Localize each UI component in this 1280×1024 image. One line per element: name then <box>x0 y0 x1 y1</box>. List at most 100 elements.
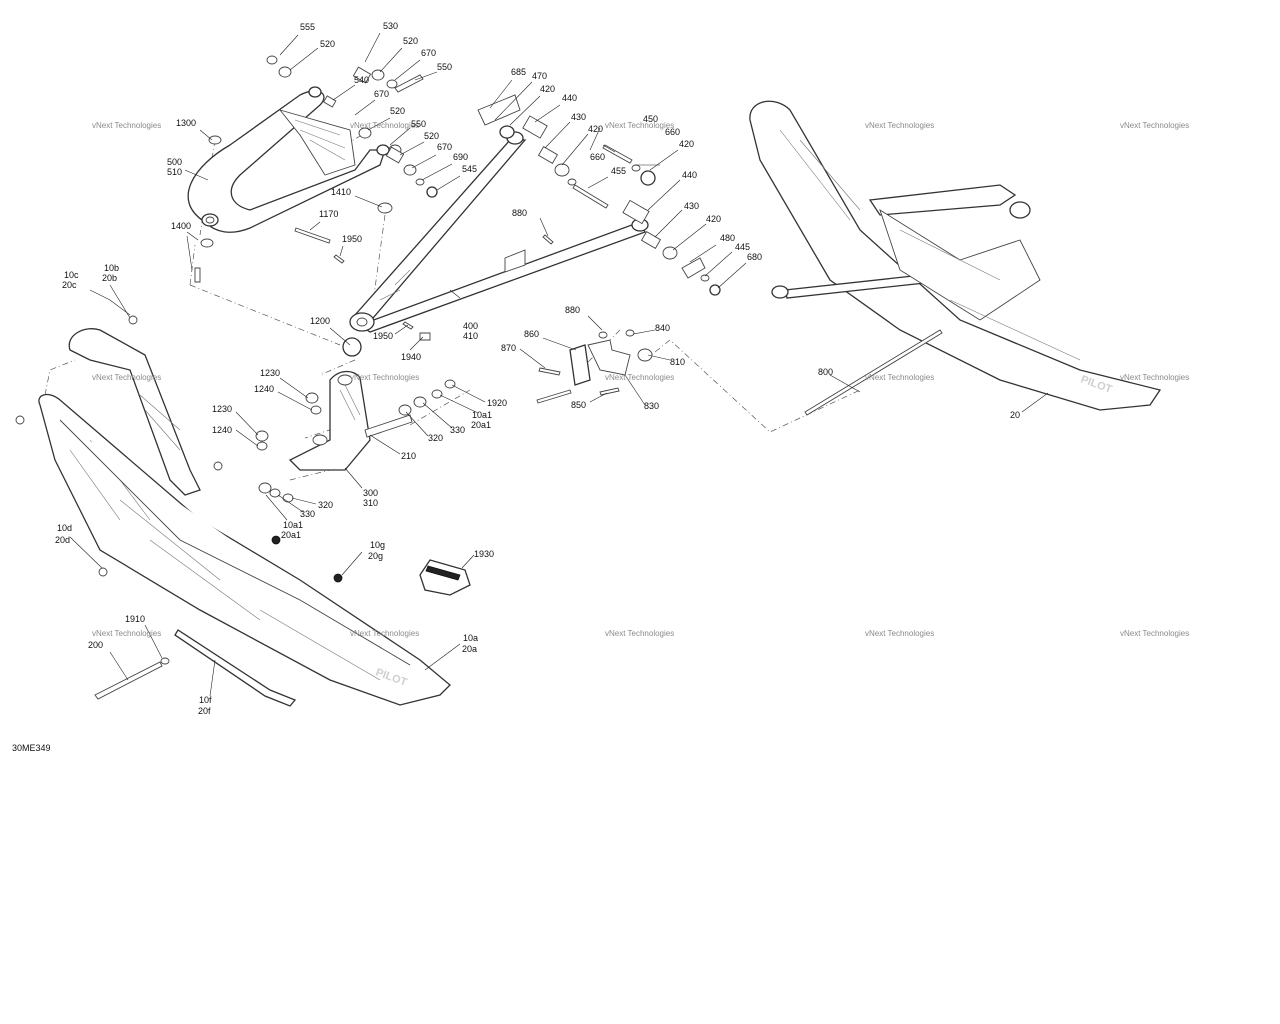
callout-label: 1940 <box>401 352 421 362</box>
callout-label: 480 <box>720 233 735 243</box>
callout-label: 445 <box>735 242 750 252</box>
callout-label: 1910 <box>125 614 145 624</box>
callout-label: 500 <box>167 157 182 167</box>
lower-arm-hardware <box>477 94 721 296</box>
callout-label: 860 <box>524 329 539 339</box>
watermark: vNext Technologies <box>92 373 161 382</box>
callout-label: 10b <box>104 263 119 273</box>
callout-label: 520 <box>424 131 439 141</box>
callout-label: 1930 <box>474 549 494 559</box>
callout-label: 555 <box>300 22 315 32</box>
watermark: vNext Technologies <box>605 373 674 382</box>
callout-label: 330 <box>450 425 465 435</box>
callout-label: 10f <box>199 695 212 705</box>
watermark: vNext Technologies <box>605 629 674 638</box>
callout-label: 520 <box>403 36 418 46</box>
callout-label: 430 <box>684 201 699 211</box>
ski-assembly-right: PILOT <box>749 100 1162 416</box>
callout-label: 1400 <box>171 221 191 231</box>
watermark: vNext Technologies <box>865 121 934 130</box>
callout-label: 850 <box>571 400 586 410</box>
callout-label: 320 <box>318 500 333 510</box>
callout-label: 880 <box>565 305 580 315</box>
callout-label: 10a1 <box>283 520 303 530</box>
callout-label: 870 <box>501 343 516 353</box>
callout-label: 200 <box>88 640 103 650</box>
callout-label: 420 <box>706 214 721 224</box>
callout-label: 10a1 <box>472 410 492 420</box>
callout-label: 550 <box>437 62 452 72</box>
callout-labels: 555 530 520 520 670 550 540 670 520 550 … <box>55 21 1020 716</box>
callout-label: 20d <box>55 535 70 545</box>
callout-label: 660 <box>590 152 605 162</box>
callout-label: 20 <box>1010 410 1020 420</box>
callout-label: 540 <box>354 75 369 85</box>
callout-label: 1920 <box>487 398 507 408</box>
watermark: vNext Technologies <box>865 629 934 638</box>
diagram-reference-code: 30ME349 <box>12 743 51 753</box>
callout-label: 210 <box>401 451 416 461</box>
callout-label: 1410 <box>331 187 351 197</box>
callout-label: 400 <box>463 321 478 331</box>
bumper-pad <box>419 559 471 596</box>
upper-a-arm <box>187 86 390 233</box>
callout-label: 1950 <box>342 234 362 244</box>
callout-label: 20f <box>198 706 211 716</box>
callout-label: 1240 <box>212 425 232 435</box>
callout-label: 20a1 <box>471 420 491 430</box>
spindle <box>255 321 456 583</box>
callout-label: 685 <box>511 67 526 77</box>
leader-lines <box>69 32 1049 697</box>
steering-arm <box>536 329 653 404</box>
callout-label: 690 <box>453 152 468 162</box>
callout-label: 1200 <box>310 316 330 326</box>
callout-label: 470 <box>532 71 547 81</box>
callout-label: 1230 <box>212 404 232 414</box>
callout-label: 420 <box>540 84 555 94</box>
callout-label: 810 <box>670 357 685 367</box>
callout-label: 420 <box>588 124 603 134</box>
callout-label: 880 <box>512 208 527 218</box>
callout-label: 20a1 <box>281 530 301 540</box>
ski-handle <box>68 315 223 496</box>
callout-label: 510 <box>167 167 182 177</box>
callout-label: 1950 <box>373 331 393 341</box>
callout-label: 20b <box>102 273 117 283</box>
callout-label: 10c <box>64 270 79 280</box>
callout-label: 1230 <box>260 368 280 378</box>
callout-label: 440 <box>562 93 577 103</box>
callout-label: 320 <box>428 433 443 443</box>
callout-label: 300 <box>363 488 378 498</box>
callout-label: 670 <box>421 48 436 58</box>
callout-label: 450 <box>643 114 658 124</box>
callout-label: 800 <box>818 367 833 377</box>
callout-label: 1170 <box>319 209 338 219</box>
watermark: vNext Technologies <box>350 121 419 130</box>
callout-label: 455 <box>611 166 626 176</box>
callout-label: 310 <box>363 498 378 508</box>
upper-arm-hardware <box>194 55 438 283</box>
watermark: vNext Technologies <box>350 629 419 638</box>
lower-a-arm <box>349 131 649 333</box>
watermark: vNext Technologies <box>350 373 419 382</box>
callout-label: 330 <box>300 509 315 519</box>
callout-label: 1240 <box>254 384 274 394</box>
callout-label: 10d <box>57 523 72 533</box>
callout-label: 550 <box>411 119 426 129</box>
callout-label: 545 <box>462 164 477 174</box>
callout-label: 420 <box>679 139 694 149</box>
watermark: vNext Technologies <box>1120 629 1189 638</box>
callout-label: 670 <box>374 89 389 99</box>
callout-label: 1300 <box>176 118 196 128</box>
callout-label: 10g <box>370 540 385 550</box>
watermark: vNext Technologies <box>1120 121 1189 130</box>
callout-label: 430 <box>571 112 586 122</box>
watermark: vNext Technologies <box>92 121 161 130</box>
callout-label: 440 <box>682 170 697 180</box>
callout-label: 530 <box>383 21 398 31</box>
callout-label: 20a <box>462 644 477 654</box>
callout-label: 410 <box>463 331 478 341</box>
watermark: vNext Technologies <box>865 373 934 382</box>
callout-label: 670 <box>437 142 452 152</box>
